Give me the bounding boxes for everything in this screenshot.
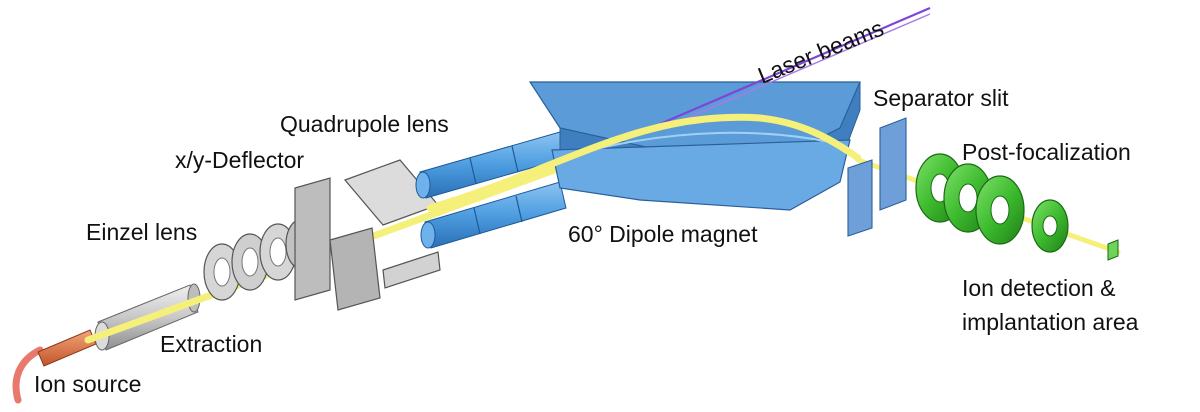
label-laser-beams: Laser beams [754, 15, 887, 89]
post-focalization [915, 153, 1069, 253]
label-xy-deflector: x/y-Deflector [175, 147, 304, 173]
separator-slit [847, 117, 907, 237]
quad-segment-rings [469, 145, 523, 235]
quad-cylinder [420, 181, 567, 249]
label-ion-detection-line1: Ion detection & [962, 275, 1115, 301]
dipole-lower-pole [551, 139, 851, 211]
ion-source-cable [12, 346, 44, 404]
label-dipole-magnet: 60° Dipole magnet [568, 221, 758, 247]
quadrupole-lens [415, 131, 567, 249]
label-quadrupole-lens: Quadrupole lens [280, 111, 449, 137]
ion-beam-curved [426, 113, 862, 212]
laser-beams [659, 6, 931, 129]
label-post-focalization: Post-focalization [962, 139, 1131, 165]
dipole-magnet [528, 81, 861, 211]
label-einzel-lens: Einzel lens [86, 219, 197, 245]
ion-source-body [37, 329, 97, 367]
ion-detector [1107, 239, 1119, 261]
label-separator-slit: Separator slit [873, 85, 1009, 111]
label-extraction: Extraction [160, 331, 262, 357]
label-ion-detection-line2: implantation area [962, 309, 1139, 335]
dipole-gap-highlight [599, 131, 831, 149]
quad-cylinder [415, 131, 567, 199]
xy-deflector [294, 159, 441, 311]
label-ion-source: Ion source [34, 371, 141, 397]
